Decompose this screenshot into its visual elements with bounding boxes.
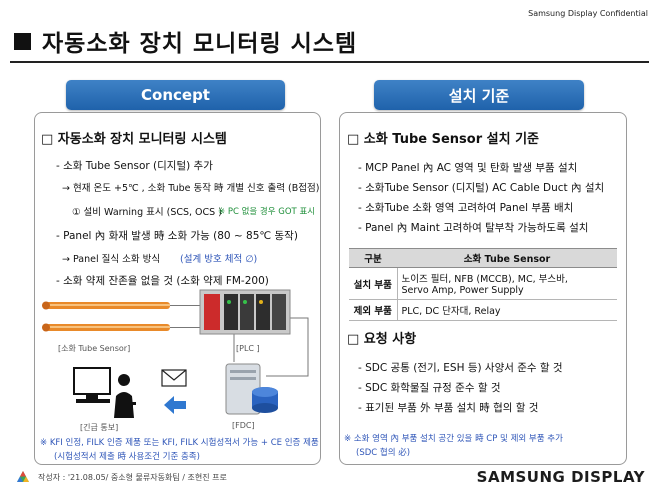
author-info: 작성자 : '21.08.05/ 중소형 물류자동화팀 / 조현진 프로 (38, 472, 227, 482)
criteria-line: - MCP Panel 內 AC 영역 및 탄화 발생 부품 설치 (358, 162, 578, 174)
concept-note-blue: (설계 방호 체적 ∅) (180, 254, 258, 265)
table-cell: PLC, DC 단자대, Relay (397, 299, 617, 321)
request-line: - 표기된 부품 外 부품 설치 時 협의 할 것 (358, 402, 539, 414)
emergency-label: [긴급 통보] (80, 422, 118, 432)
tube-sensor-icon (42, 301, 170, 332)
table-row-label: 설치 부품 (349, 267, 398, 300)
criteria-line: - 소화Tube Sensor (디지털) AC Cable Duct 內 설치 (358, 182, 605, 194)
fdc-label: [FDC] (232, 421, 255, 430)
title-bar: 자동소화 장치 모니터링 시스템 (14, 24, 357, 58)
concept-line: → 현재 온도 +5℃ , 소화 Tube 동작 時 개별 신호 출력 (B접점… (62, 183, 320, 194)
concept-note: ※ KFI 인정, FILK 인증 제품 또는 KFI, FILK 시험성적서 … (40, 438, 319, 448)
operator-computer-icon (73, 367, 136, 418)
plc-icon (199, 289, 291, 335)
title-bullet-square (14, 32, 31, 50)
plc-label: [PLC ] (236, 344, 260, 353)
criteria-line: - Panel 內 Maint 고려하여 탈부착 가능하도록 설치 (358, 222, 589, 234)
connection-lines (170, 305, 309, 377)
criteria-line: - 소화Tube 소화 영역 고려하여 Panel 부품 배치 (358, 202, 574, 214)
criteria-note: ※ 소화 영역 內 부품 설치 공간 있을 時 CP 및 제외 부품 추가 (344, 434, 563, 444)
spec-table: 구분 소화 Tube Sensor 설치 부품 노이즈 필터, NFB (MCC… (349, 248, 617, 321)
fdc-server-icon (225, 363, 278, 415)
request-line: - SDC 화학물질 규정 준수 할 것 (358, 382, 501, 394)
left-arrow-icon (164, 396, 186, 414)
table-cell-line: Servo Amp, Power Supply (401, 285, 524, 296)
table-cell: 노이즈 필터, NFB (MCCB), MC, 부스바, Servo Amp, … (397, 267, 617, 300)
concept-note-green: ※ PC 없을 경우 GOT 표시 (218, 207, 316, 217)
title-divider (10, 61, 649, 63)
concept-section-header: Concept (66, 80, 285, 110)
concept-line: - 소화 Tube Sensor (디지털) 추가 (56, 160, 213, 172)
tube-sensor-label: [소화 Tube Sensor] (58, 344, 130, 353)
table-header-cell: 구분 (349, 248, 397, 268)
request-line: - SDC 공통 (전기, ESH 등) 사양서 준수 할 것 (358, 362, 563, 374)
table-header-row: 구분 소화 Tube Sensor (349, 248, 617, 268)
request-heading: □ 요청 사항 (347, 332, 417, 347)
system-diagram: [소화 Tube Sensor] [PLC ] [FDC] [긴급 통보] (42, 289, 309, 432)
team-logo-icon (17, 471, 29, 482)
concept-note: (시험성적서 제출 時 사용조건 기준 충족) (54, 452, 200, 462)
table-row: 설치 부품 노이즈 필터, NFB (MCCB), MC, 부스바, Servo… (349, 267, 617, 300)
page-title: 자동소화 장치 모니터링 시스템 (42, 31, 358, 57)
concept-line: - 소화 약제 잔존율 없을 것 (소화 약제 FM-200) (56, 275, 269, 287)
concept-line: - Panel 內 화재 발생 時 소화 가능 (80 ~ 85℃ 동작) (56, 230, 298, 242)
confidential-label: Samsung Display Confidential (528, 9, 648, 18)
mail-icon (161, 369, 187, 387)
concept-line: ① 설비 Warning 표시 (SCS, OCS ) (72, 207, 222, 218)
table-row: 제외 부품 PLC, DC 단자대, Relay (349, 299, 617, 321)
brand-logo: SAMSUNG DISPLAY (476, 468, 645, 486)
criteria-note: (SDC 협의 必) (356, 448, 411, 458)
table-cell-line: 노이즈 필터, NFB (MCCB), MC, 부스바, (401, 274, 568, 285)
footer: 작성자 : '21.08.05/ 중소형 물류자동화팀 / 조현진 프로 (16, 470, 227, 484)
table-header-cell: 소화 Tube Sensor (397, 248, 617, 268)
criteria-heading: □ 소화 Tube Sensor 설치 기준 (347, 132, 540, 147)
criteria-section-header: 설치 기준 (374, 80, 584, 110)
table-row-label: 제외 부품 (349, 299, 398, 321)
concept-heading: □ 자동소화 장치 모니터링 시스템 (41, 132, 227, 147)
concept-line: → Panel 질식 소화 방식 (62, 254, 161, 265)
